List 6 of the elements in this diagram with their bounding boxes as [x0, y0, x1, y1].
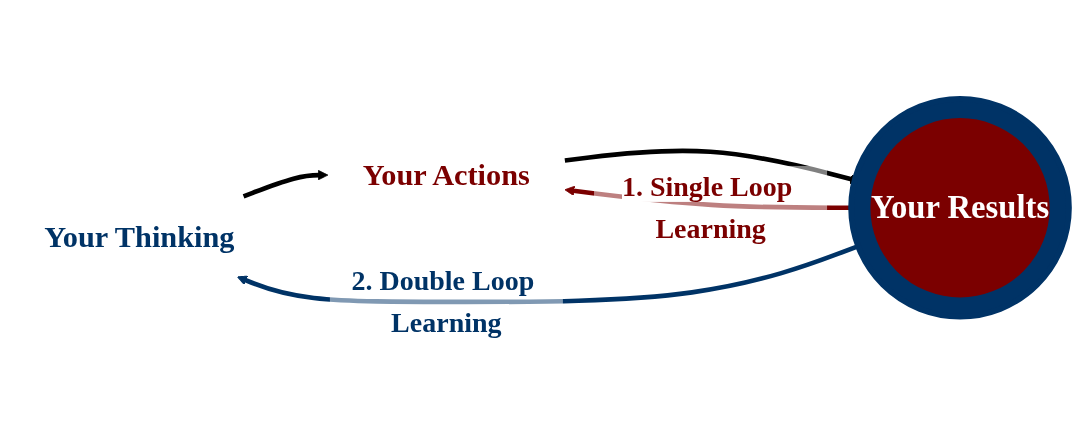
edge-label: 2. Double Loop Learning: [351, 265, 535, 339]
node-circle: Your Results: [848, 95, 1072, 320]
node-text: Your Actions: [362, 158, 530, 192]
arrow: [242, 169, 329, 199]
edge-label: 1. Single Loop Learning: [621, 171, 793, 244]
node-text: Your Thinking: [44, 219, 235, 254]
